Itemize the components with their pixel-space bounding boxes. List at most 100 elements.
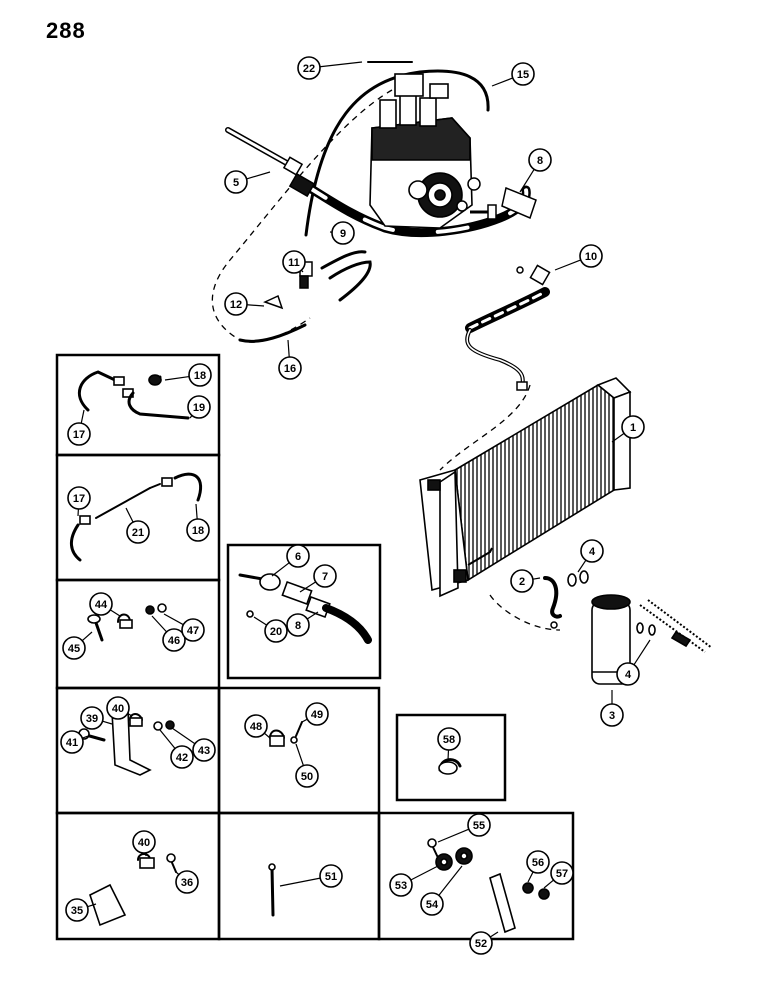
leader-line [80, 409, 85, 424]
callout-circle [297, 56, 321, 80]
callout-number: 36 [181, 877, 193, 889]
leader-line [299, 581, 317, 593]
callout-number: 16 [284, 363, 296, 375]
callout-number: 21 [132, 527, 144, 539]
leader-line [295, 743, 304, 766]
leader-line [577, 559, 587, 573]
callout-42: 42 [159, 729, 194, 769]
callout-number: 52 [475, 938, 487, 950]
callout-21: 21 [125, 507, 150, 544]
leader-line [195, 503, 198, 520]
callout-circle [286, 613, 310, 637]
callout-39: 39 [80, 706, 113, 730]
callout-16: 16 [278, 339, 302, 380]
callout-circle [106, 696, 130, 720]
callout-18: 18 [164, 363, 212, 387]
callout-number: 17 [73, 493, 85, 505]
callout-44: 44 [89, 592, 121, 617]
callout-circle [621, 415, 645, 439]
callout-36: 36 [175, 870, 199, 894]
leader-line [109, 609, 121, 617]
callout-55: 55 [437, 813, 491, 843]
callout-circle [600, 703, 624, 727]
callout-52: 52 [469, 931, 499, 955]
callout-number: 56 [532, 857, 544, 869]
leader-line [438, 865, 463, 896]
callout-circle [331, 221, 355, 245]
callout-circle [526, 850, 550, 874]
inset-box-clamp [217, 686, 381, 815]
callout-20: 20 [253, 616, 288, 643]
callout-number: 20 [270, 626, 282, 638]
callout-number: 8 [537, 155, 543, 167]
callout-number: 22 [303, 63, 315, 75]
callout-41: 41 [60, 730, 89, 754]
callout-circle [278, 356, 302, 380]
leader-line [287, 339, 290, 358]
callout-12: 12 [224, 292, 265, 316]
callout-number: 41 [66, 737, 78, 749]
callout-17: 17 [67, 409, 91, 446]
callout-circle [188, 363, 212, 387]
callout-5: 5 [224, 170, 271, 194]
pipe-2 [543, 576, 562, 619]
inset-box-fitting [226, 543, 382, 680]
leader-line [125, 507, 134, 523]
callout-circle [67, 422, 91, 446]
callout-49: 49 [301, 702, 329, 726]
callout-17: 17 [67, 486, 91, 517]
callout-8: 8 [519, 148, 552, 193]
callout-4: 4 [577, 539, 604, 573]
inset-frames [55, 353, 575, 941]
callout-number: 15 [517, 69, 529, 81]
leader-line [102, 720, 113, 725]
callout-number: 18 [194, 370, 206, 382]
callout-40: 40 [106, 696, 133, 720]
callout-18: 18 [186, 503, 210, 542]
callout-number: 54 [426, 899, 439, 911]
callout-51: 51 [279, 864, 343, 888]
leader-line [489, 931, 499, 938]
leader-line [171, 727, 196, 745]
harness-11b [328, 260, 372, 302]
callout-15: 15 [491, 62, 535, 87]
callout-number: 4 [589, 546, 596, 558]
callout-number: 50 [301, 771, 313, 783]
leader-line [246, 304, 265, 307]
callout-46: 46 [151, 615, 186, 652]
leader-line [491, 77, 513, 87]
callout-3: 3 [600, 690, 624, 727]
callout-circle [579, 244, 603, 268]
callout-circle [80, 706, 104, 730]
callout-6: 6 [271, 544, 310, 577]
callout-45: 45 [62, 631, 93, 660]
callout-number: 58 [443, 734, 455, 746]
callout-4: 4 [616, 639, 651, 686]
callout-number: 47 [187, 625, 199, 637]
callout-number: 1 [630, 422, 636, 434]
leader-line [319, 61, 363, 68]
callout-number: 46 [168, 635, 180, 647]
callout-circle [187, 395, 211, 419]
leader-line [611, 432, 625, 443]
callout-number: 11 [288, 257, 300, 269]
leader-line [159, 729, 176, 749]
callout-circle [319, 864, 343, 888]
callout-circle [389, 873, 413, 897]
leader-line [527, 871, 534, 883]
callout-circle [244, 714, 268, 738]
callout-22: 22 [297, 56, 363, 80]
callout-56: 56 [526, 850, 550, 883]
leader-line [81, 631, 93, 642]
callout-40: 40 [132, 830, 156, 857]
callout-circle [162, 628, 186, 652]
callout-50: 50 [295, 743, 319, 788]
leader-line [246, 171, 271, 180]
callout-47: 47 [163, 613, 205, 642]
leader-line [543, 879, 554, 889]
tube-to-condenser [465, 328, 525, 387]
leader-line [519, 169, 535, 193]
callout-circle [437, 727, 461, 751]
callout-number: 43 [198, 745, 210, 757]
